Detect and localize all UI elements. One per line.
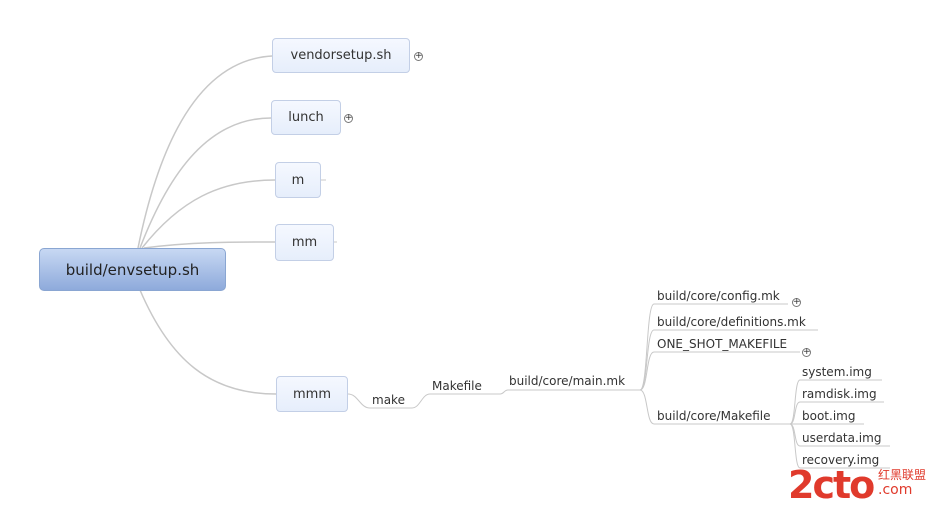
topic-image[interactable]: recovery.img [802, 453, 880, 467]
branch-node-m[interactable]: m [275, 162, 321, 198]
root-node-label: build/envsetup.sh [65, 260, 200, 279]
topic-main-mk[interactable]: build/core/main.mk [509, 374, 626, 388]
watermark-domain: .com [878, 482, 913, 498]
topic-core-makefile[interactable]: build/core/Makefile [657, 409, 771, 423]
branch-node-label: mm [291, 235, 318, 250]
topic-image[interactable]: ramdisk.img [802, 387, 877, 401]
topic-makefile[interactable]: Makefile [432, 379, 482, 393]
branch-node-label: m [291, 172, 305, 188]
watermark-cn-text: 红黑联盟 [878, 468, 926, 482]
expand-icon[interactable]: + [414, 51, 423, 61]
branch-node-label: mmm [293, 386, 331, 402]
expand-icon[interactable]: + [802, 347, 811, 357]
branch-node-label: vendorsetup.sh [290, 48, 392, 63]
topic-image[interactable]: system.img [802, 365, 872, 379]
branch-node-label: lunch [288, 110, 324, 125]
topic-config-mk[interactable]: build/core/config.mk [657, 289, 780, 303]
expand-icon[interactable]: + [792, 297, 801, 307]
root-node-envsetup[interactable]: build/envsetup.sh [39, 248, 226, 291]
expand-icon[interactable]: + [344, 113, 353, 123]
branch-node-vendorsetup[interactable]: vendorsetup.sh [272, 38, 410, 73]
branch-node-mm[interactable]: mm [275, 224, 334, 261]
topic-definitions-mk[interactable]: build/core/definitions.mk [657, 315, 806, 329]
topic-one-shot-makefile[interactable]: ONE_SHOT_MAKEFILE [657, 337, 788, 351]
branch-node-lunch[interactable]: lunch [271, 100, 341, 135]
branch-node-mmm[interactable]: mmm [276, 376, 348, 412]
topic-image[interactable]: userdata.img [802, 431, 882, 445]
topic-make[interactable]: make [372, 393, 405, 407]
watermark-logo: 2cto [788, 463, 875, 507]
topic-image[interactable]: boot.img [802, 409, 856, 423]
